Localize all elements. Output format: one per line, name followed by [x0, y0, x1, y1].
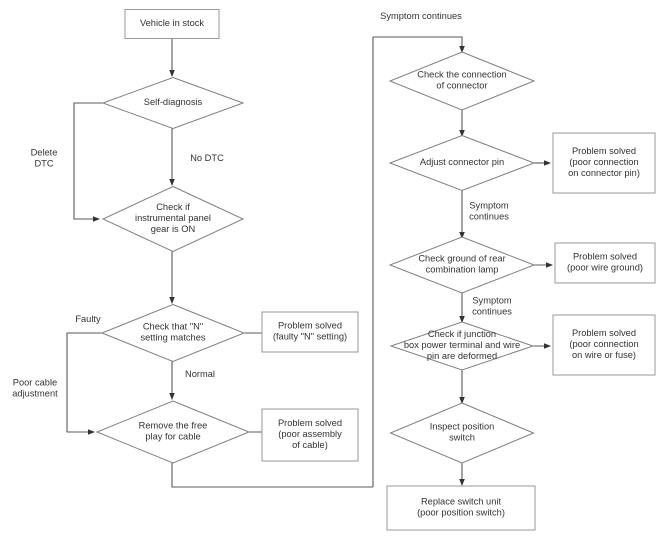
self-diagnosis-label: Self-diagnosis: [144, 97, 203, 107]
edge-selfdiag-delete-dtc: [73, 102, 103, 222]
inspect-position-switch-shape: [389, 402, 535, 464]
label-no-dtc: No DTC: [190, 153, 224, 163]
edges-layer: [66, 36, 553, 488]
check-n-setting-shape: [100, 303, 246, 363]
check-junction-box-shape: [389, 321, 535, 371]
node-self-diagnosis: Self-diagnosis: [101, 76, 245, 130]
edge-symptom-to-checkconn: [373, 36, 465, 53]
check-connection-connector-shape: [388, 51, 536, 111]
node-problem-solved-n-setting: Problem solved(faulty "N" setting): [261, 311, 359, 353]
problem-solved-wire-ground-shape: [554, 242, 656, 284]
edge-removeplay-bottom: [171, 463, 373, 488]
label-symptom-continues-top: Symptom continues: [380, 11, 462, 21]
adjust-connector-pin-shape: [388, 134, 536, 192]
replace-switch-unit-shape: [386, 485, 536, 531]
problem-solved-n-setting-label: Problem solved(faulty "N" setting): [273, 321, 347, 342]
problem-solved-cable-shape: [261, 408, 359, 462]
problem-solved-connector-pin-shape: [552, 132, 656, 194]
node-check-n-setting: Check that "N"setting matches: [100, 303, 246, 363]
node-problem-solved-wire-ground: Problem solved(poor wire ground): [554, 242, 656, 284]
problem-solved-wire-ground-label: Problem solved(poor wire ground): [567, 252, 643, 273]
problem-solved-n-setting-shape: [261, 311, 359, 353]
check-ground-rear-lamp-shape: [388, 236, 536, 294]
label-normal: Normal: [185, 369, 215, 379]
replace-switch-unit-label: Replace switch unit(poor position switch…: [417, 497, 505, 518]
adjust-connector-pin-label: Adjust connector pin: [420, 157, 504, 167]
remove-free-play-shape: [95, 400, 251, 464]
node-vehicle-in-stock: Vehicle in stock: [124, 9, 220, 39]
label-faulty: Faulty: [75, 314, 101, 324]
node-replace-switch-unit: Replace switch unit(poor position switch…: [386, 485, 536, 531]
check-n-setting-label: Check that "N"setting matches: [140, 322, 205, 343]
vehicle-in-stock-label: Vehicle in stock: [140, 18, 204, 28]
edge-nsetting-faulty: [66, 332, 102, 435]
vehicle-in-stock-shape: [124, 9, 220, 39]
self-diagnosis-shape: [101, 76, 245, 130]
check-instrumental-panel-shape: [101, 185, 245, 253]
problem-solved-wire-fuse-shape: [552, 314, 656, 376]
node-adjust-connector-pin: Adjust connector pin: [388, 134, 536, 192]
